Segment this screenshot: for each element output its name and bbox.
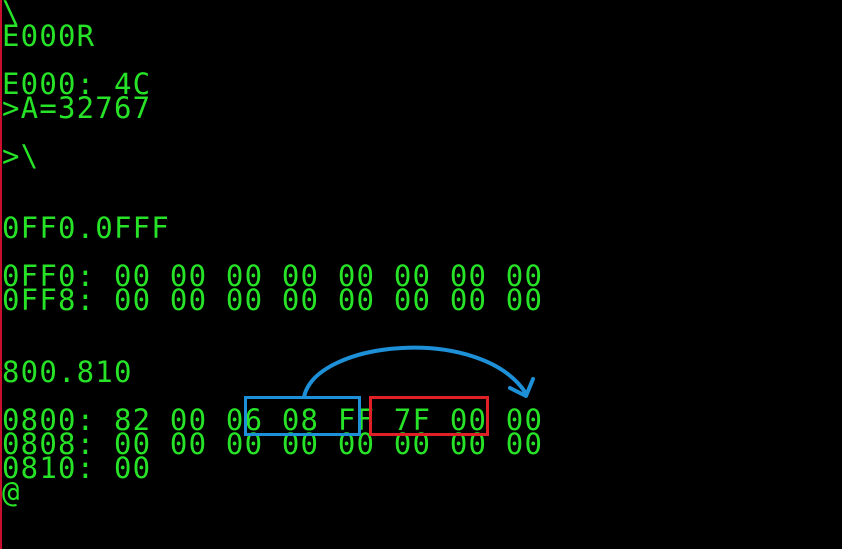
terminal-line: 0800: 82 00 06 08 FF 7F 00 00 [2,403,544,437]
terminal-line: @ [2,475,21,509]
terminal-line: \ [2,0,21,29]
terminal-line: 800.810 [2,355,133,389]
highlight-box-red [369,396,489,436]
terminal-line: 0FF0.0FFF [2,211,170,245]
terminal-line: E000: 4C [2,67,152,101]
terminal-line: >\ [2,139,40,173]
terminal-line: >A=32767 [2,91,152,125]
arrow-head [508,377,535,398]
terminal-line: 0FF8: 00 00 00 00 00 00 00 00 [2,283,544,317]
terminal-line: 0810: 00 [2,451,152,485]
terminal-line: E000R [2,19,96,53]
arrow-curve [302,345,527,399]
terminal-line: 0FF0: 00 00 00 00 00 00 00 00 [2,259,544,293]
cursor-bar [0,0,2,549]
highlight-box-blue [244,396,361,436]
